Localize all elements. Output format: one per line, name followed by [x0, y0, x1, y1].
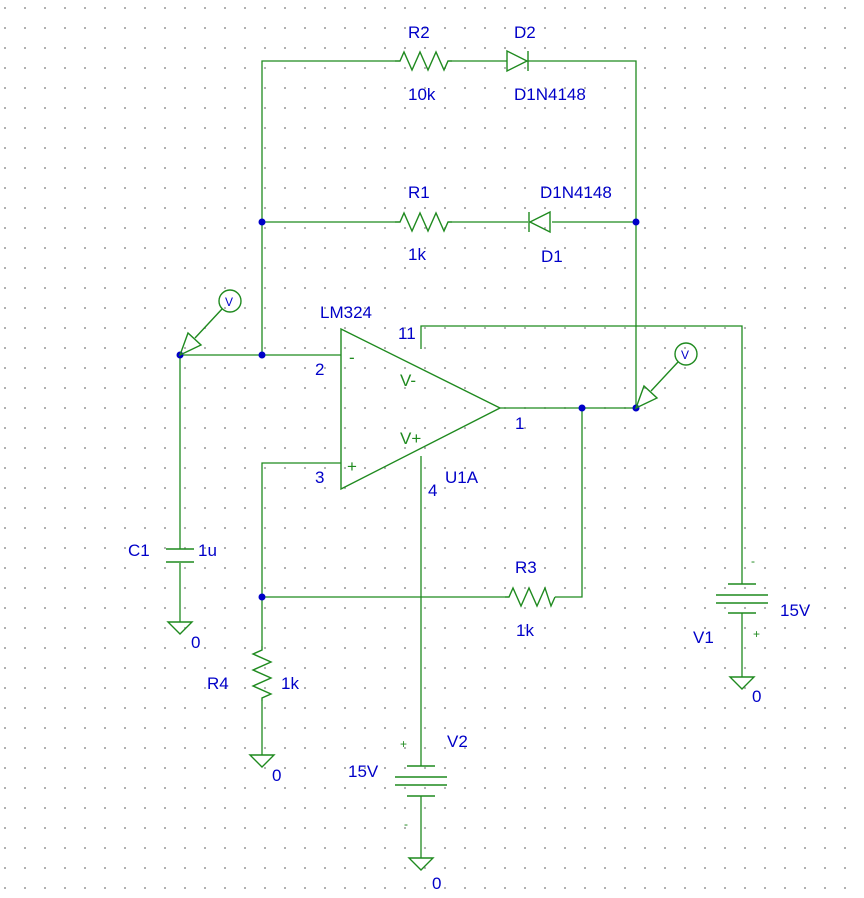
- d1-ref: D1: [541, 247, 563, 266]
- d2-model: D1N4148: [514, 85, 586, 104]
- d1-model: D1N4148: [540, 183, 612, 202]
- voltage-source-v1[interactable]: - + 15V V1: [693, 554, 811, 647]
- r2-value: 10k: [408, 85, 436, 104]
- opamp-pin-noninv: 3: [315, 468, 324, 487]
- c1-value: 1u: [198, 541, 217, 560]
- opamp-pin-vneg: 11: [398, 324, 416, 343]
- opamp-pin-inv: 2: [315, 360, 324, 379]
- v2-plus-sign: +: [400, 737, 407, 751]
- d2-ref: D2: [514, 23, 536, 42]
- voltage-probe-output[interactable]: V: [634, 342, 698, 410]
- r1-value: 1k: [408, 245, 426, 264]
- junction-dot: [632, 218, 640, 226]
- r3-value: 1k: [516, 621, 534, 640]
- ground-v2: 0: [407, 857, 441, 893]
- r3-ref: R3: [515, 558, 537, 577]
- wires: [179, 60, 743, 858]
- junction-dots: [176, 218, 640, 601]
- v1-minus-sign: -: [751, 554, 755, 568]
- c1-ref: C1: [128, 541, 150, 560]
- v1-value: 15V: [780, 601, 811, 620]
- opamp-ref: U1A: [445, 468, 479, 487]
- probe-label: V: [681, 348, 689, 362]
- ground-label: 0: [752, 687, 761, 706]
- resistor-r2[interactable]: R2 10k: [395, 23, 452, 104]
- opamp-pin-vpos: 4: [428, 481, 437, 500]
- v1-plus-sign: +: [753, 627, 760, 641]
- diode-d1[interactable]: D1N4148 D1: [528, 183, 612, 266]
- ground-label: 0: [432, 874, 441, 893]
- capacitor-c1[interactable]: C1 1u: [128, 541, 217, 563]
- v2-value: 15V: [348, 762, 379, 781]
- voltage-probe-input[interactable]: V: [178, 289, 242, 357]
- opamp-vneg-label: V-: [400, 371, 416, 390]
- resistor-r3[interactable]: R3 1k: [505, 558, 556, 640]
- ground-label: 0: [272, 766, 281, 785]
- probe-label: V: [225, 295, 233, 309]
- r4-ref: R4: [207, 674, 229, 693]
- opamp-vpos-label: V+: [400, 429, 421, 448]
- junction-dot: [258, 593, 266, 601]
- junction-dot: [578, 404, 586, 412]
- ground-v1: 0: [728, 676, 761, 706]
- v2-minus-sign: -: [404, 817, 408, 831]
- resistor-r4[interactable]: R4 1k: [207, 646, 299, 701]
- junction-dot: [258, 351, 266, 359]
- r4-value: 1k: [281, 674, 299, 693]
- v2-ref: V2: [447, 732, 468, 751]
- voltage-source-v2[interactable]: + - V2 15V: [348, 732, 468, 831]
- opamp-pin-out: 1: [515, 414, 524, 433]
- r1-ref: R1: [408, 183, 430, 202]
- junction-dot: [258, 218, 266, 226]
- resistor-r1[interactable]: R1 1k: [395, 183, 452, 264]
- opamp-u1a[interactable]: LM324 U1A 2 3 1 11 4 V- V+ - +: [315, 303, 524, 500]
- opamp-minus-sign: -: [349, 348, 355, 367]
- diode-d2[interactable]: D2 D1N4148: [505, 23, 586, 104]
- ground-label: 0: [191, 633, 200, 652]
- v1-ref: V1: [693, 628, 714, 647]
- ground-c1: 0: [166, 621, 200, 652]
- ground-r4: 0: [248, 754, 281, 785]
- r2-ref: R2: [408, 23, 430, 42]
- opamp-model: LM324: [320, 303, 372, 322]
- opamp-plus-sign: +: [347, 457, 357, 476]
